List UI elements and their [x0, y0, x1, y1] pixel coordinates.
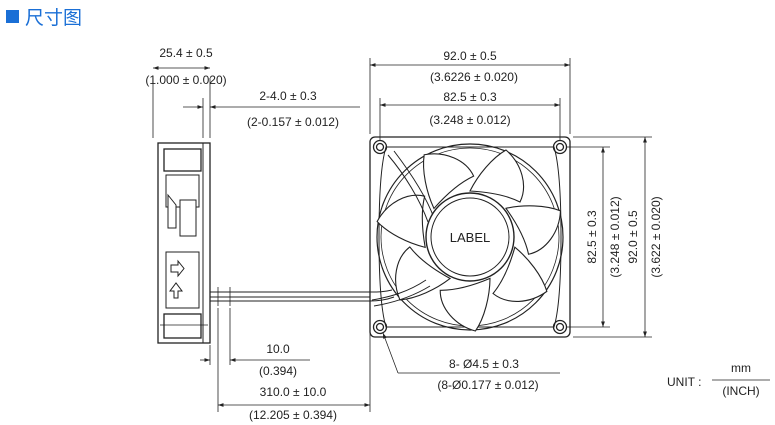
mounting-hole-icon: [552, 139, 568, 155]
lead-length-inch: (12.205 ± 0.394): [249, 408, 337, 422]
hub-label: LABEL: [450, 230, 490, 245]
flange-thickness-mm: 2-4.0 ± 0.3: [259, 89, 317, 103]
outer-height-mm: 92.0 ± 0.5: [626, 210, 640, 264]
lead-length-mm: 310.0 ± 10.0: [260, 385, 327, 399]
mounting-hole-icon: [372, 139, 388, 155]
fan-depth-mm: 25.4 ± 0.5: [159, 46, 213, 60]
lead-strip-mm: 10.0: [266, 342, 290, 356]
mounting-hole-icon: [372, 319, 388, 335]
flange-thickness-inch: (2-0.157 ± 0.012): [247, 115, 339, 129]
front-view-dimensions: [369, 58, 652, 374]
outer-width-mm: 92.0 ± 0.5: [443, 49, 497, 63]
fan-side-view: [157, 142, 370, 344]
hole-spacing-height-mm: 82.5 ± 0.3: [585, 210, 599, 264]
hole-spacing-width-mm: 82.5 ± 0.3: [443, 90, 497, 104]
mounting-hole-icon: [552, 319, 568, 335]
front-view-labels: 92.0 ± 0.5 (3.6226 ± 0.020) 82.5 ± 0.3 (…: [429, 49, 663, 392]
hole-spacing-width-inch: (3.248 ± 0.012): [429, 113, 510, 127]
side-view-dimensions: [152, 66, 371, 412]
unit-prefix: UNIT :: [667, 375, 701, 389]
outer-width-inch: (3.6226 ± 0.020): [430, 70, 518, 84]
fan-blades: [376, 149, 562, 332]
hole-spacing-height-inch: (3.248 ± 0.012): [608, 196, 622, 277]
section-header: 尺寸图: [6, 4, 83, 29]
unit-denominator: (INCH): [722, 384, 759, 398]
hole-diameter-inch: (8-Ø0.177 ± 0.012): [437, 378, 538, 392]
unit-numerator: mm: [731, 361, 751, 375]
side-view-labels: 25.4 ± 0.5 (1.000 ± 0.020) 2-4.0 ± 0.3 (…: [145, 46, 339, 422]
fan-depth-inch: (1.000 ± 0.020): [145, 73, 226, 87]
fan-front-view: [369, 136, 571, 338]
unit-legend: UNIT : mm (INCH): [667, 361, 770, 398]
section-title: 尺寸图: [25, 6, 83, 29]
hole-diameter-mm: 8- Ø4.5 ± 0.3: [449, 357, 519, 371]
lead-strip-inch: (0.394): [259, 364, 297, 378]
outer-height-inch: (3.622 ± 0.020): [649, 196, 663, 277]
header-square-icon: [6, 9, 19, 23]
